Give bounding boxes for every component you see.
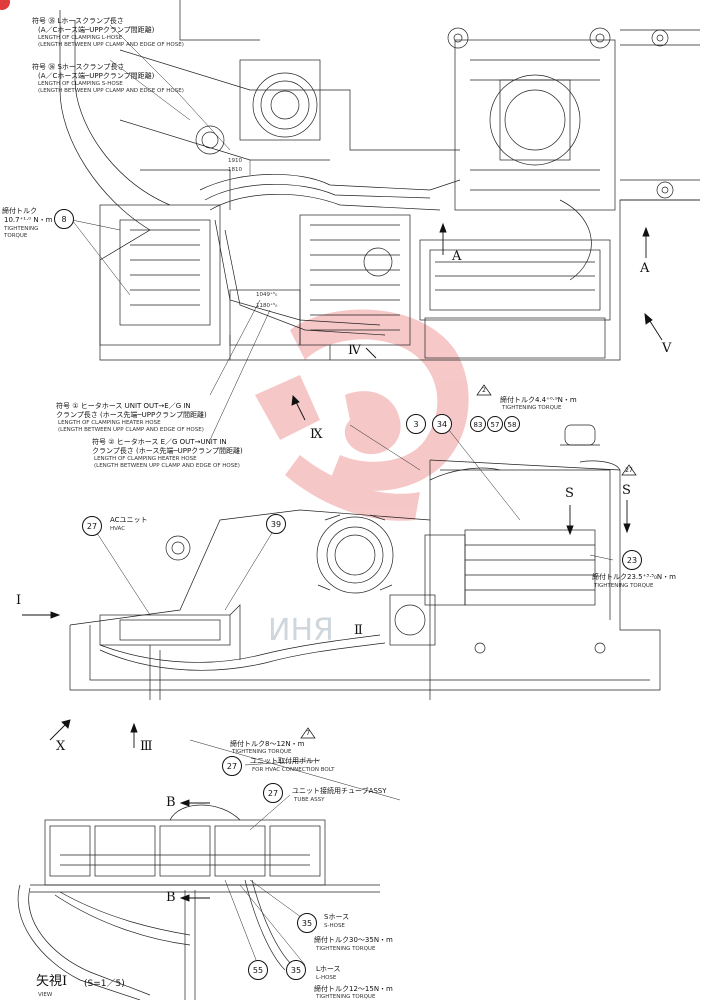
torque-left-en2: TORQUE (4, 233, 28, 239)
middle-view-frame (69, 424, 661, 700)
heater-note-2-jp: 符号 ② ヒータホース E／G OUT→UNIT IN (92, 438, 227, 446)
note-s-hose-en: LENGTH OF CLAMPING S-HOSE (38, 81, 123, 87)
torque-left-jp: 締付トルク (2, 207, 37, 215)
note-s-hose-en2: (LENGTH BETWEEN UPP CLAMP AND EDGE OF HO… (38, 88, 184, 94)
view-title-en: VIEW (38, 992, 53, 998)
ac-unit-en: HVAC (110, 526, 126, 532)
bubble-3: 3 (406, 414, 426, 434)
view-letter-a-1: A (452, 249, 462, 264)
view-letter-ix: Ⅸ (310, 427, 323, 442)
bubble-23: 23 (622, 550, 642, 570)
bubble-83: 83 (470, 416, 486, 432)
view-letter-x: X (56, 739, 66, 754)
bubble-35-a: 35 (297, 913, 317, 933)
rev-triangle-27: 27 (621, 464, 637, 476)
view-letter-ii: Ⅱ (354, 623, 363, 638)
bolt-torque-en: TIGHTENING TORQUE (232, 749, 292, 755)
view-letter-v: V (662, 341, 672, 356)
unit-bolt-jp: ユニット取付用ボルト (250, 757, 320, 765)
ac-unit-jp: ACユニット (110, 516, 148, 524)
dim-1810: 1810 (228, 167, 242, 173)
bubble-8-a: 8 (54, 209, 74, 229)
note-l-hose-en: LENGTH OF CLAMPING L-HOSE (38, 35, 123, 41)
note-l-hose-jp: 符号 ㉟ Lホースクランプ長さ (32, 17, 124, 25)
s-hose-jp: Sホース (324, 913, 350, 921)
view-letter-b-2: B (166, 890, 176, 905)
s-hose-en: S-HOSE (324, 923, 345, 929)
torque-left-en: TIGHTENING (4, 226, 39, 232)
bubble-55: 55 (248, 960, 268, 980)
note-s-hose-jp: 符号 ㊱ Sホースクランプ長さ (32, 63, 125, 71)
heater-note-1-jp2: クランプ長さ (ホース先端─UPPクランプ間距離) (56, 411, 207, 419)
heater-note-2-en2: (LENGTH BETWEEN UPP CLAMP AND EDGE OF HO… (94, 463, 240, 469)
view-arrows (22, 222, 663, 902)
bubble-35-b: 35 (286, 960, 306, 980)
view-letter-b-1: B (166, 795, 176, 810)
view-letter-s-2: S (622, 483, 631, 498)
view-letter-s-1: S (565, 486, 574, 501)
bubble-27-a: 27 (82, 516, 102, 536)
torque-left-val: 10.7⁺¹·⁰ N・m (4, 216, 53, 224)
view-letter-i: I (16, 593, 22, 608)
dim-1049: 1049⁺⁵₀ (256, 292, 278, 298)
l-hose-en: L-HOSE (316, 975, 337, 981)
l-hose-torque: 締付トルク12～15N・m (314, 985, 393, 993)
view-letter-iii: Ⅲ (140, 739, 153, 754)
top-leader-lines (71, 24, 521, 521)
bubble-58: 58 (504, 416, 520, 432)
view-letter-iv: Ⅳ (348, 343, 361, 358)
watermark-text: ИНЯ (268, 613, 334, 648)
middle-leader-lines (94, 527, 614, 616)
s-hose-torque-en: TIGHTENING TORQUE (316, 946, 376, 952)
dim-1180: 1180⁺⁵₀ (256, 303, 278, 309)
bubble-34: 34 (432, 414, 452, 434)
rev-triangle-2: 2 (476, 384, 492, 396)
watermark-logo (255, 309, 469, 521)
tube-assy-en: TUBE ASSY (294, 797, 325, 803)
bubble-39: 39 (266, 514, 286, 534)
heater-note-1-jp: 符号 ① ヒータホース UNIT OUT→E／G IN (56, 402, 191, 410)
heater-note-2-jp2: クランプ長さ (ホース先端─UPPクランプ間距離) (92, 447, 243, 455)
bottom-view-frame (17, 804, 380, 1000)
bolt-torque-jp: 締付トルク8～12N・m (230, 740, 305, 748)
tube-assy-jp: ユニット接続用チューブASSY (292, 787, 387, 795)
dim-1910: 1910 (228, 158, 242, 164)
bubble-57: 57 (487, 416, 503, 432)
bubble-27-b: 27 (222, 756, 242, 776)
view-title-jp: 矢視Ⅰ (36, 974, 68, 989)
note-l-hose-en2: (LENGTH BETWEEN UPP CLAMP AND EDGE OF HO… (38, 42, 184, 48)
torque-mid-jp: 締付トルク4.4⁺⁰·⁹N・m (500, 396, 577, 404)
bubble-27-c: 27 (263, 783, 283, 803)
torque-right-jp: 締付トルク23.5⁺³·⁵₀N・m (592, 573, 676, 581)
unit-bolt-en: FOR HVAC CONNECTION BOLT (252, 767, 335, 773)
l-hose-jp: Lホース (316, 965, 341, 973)
view-letter-a-2: A (640, 261, 650, 276)
corner-marker (0, 0, 10, 10)
torque-mid-en: TIGHTENING TORQUE (502, 405, 562, 411)
heater-note-1-en: LENGTH OF CLAMPING HEATER HOSE (58, 420, 161, 426)
rev-triangle-7: 7 (300, 727, 316, 739)
heater-note-1-en2: (LENGTH BETWEEN UPP CLAMP AND EDGE OF HO… (58, 427, 204, 433)
heater-note-2-en: LENGTH OF CLAMPING HEATER HOSE (94, 456, 197, 462)
note-s-hose-jp2: (A／Cホース端─UPPクランプ間距離) (38, 72, 155, 80)
torque-right-en: TIGHTENING TORQUE (594, 583, 654, 589)
top-view-frame (59, 0, 700, 361)
l-hose-torque-en: TIGHTENING TORQUE (316, 994, 376, 1000)
s-hose-torque: 締付トルク30～35N・m (314, 936, 393, 944)
bottom-leader-lines (189, 739, 401, 966)
note-l-hose-jp2: (A／Cホース端─UPPクランプ間距離) (38, 26, 155, 34)
view-title-scale: (S=1／5) (84, 979, 125, 989)
